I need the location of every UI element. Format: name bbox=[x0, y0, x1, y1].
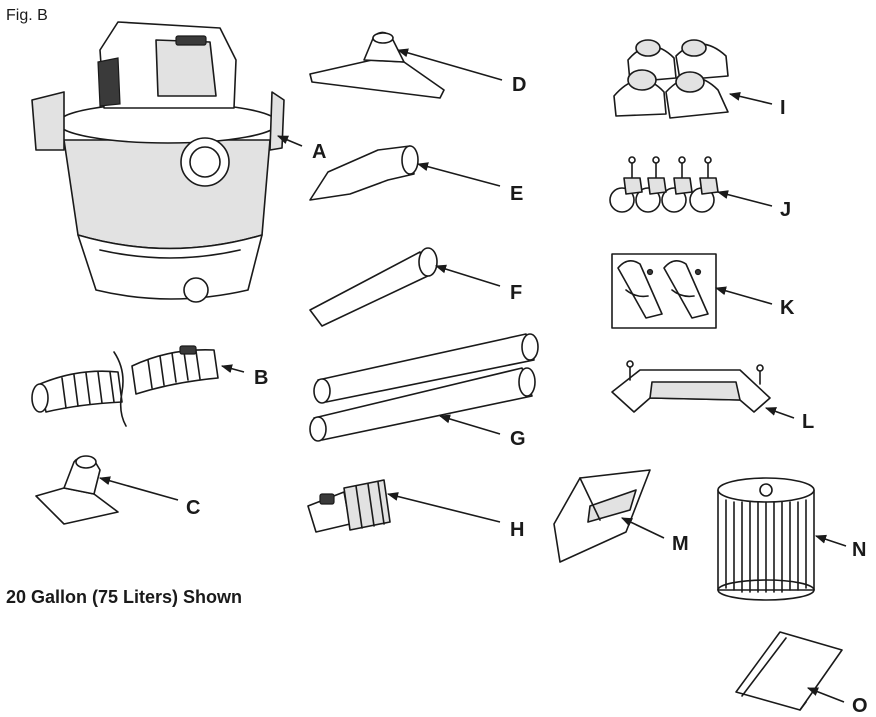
part-label-k: K bbox=[780, 297, 795, 319]
part-label-h: H bbox=[510, 519, 524, 541]
part-label-l: L bbox=[802, 411, 814, 433]
crevice-tool bbox=[309, 145, 419, 201]
handle-with-screws bbox=[611, 360, 771, 413]
hose-adapter bbox=[307, 479, 391, 533]
hose bbox=[31, 345, 219, 427]
tool-sleeve bbox=[553, 469, 651, 563]
utility-nozzle bbox=[35, 455, 119, 525]
cartridge-filter bbox=[717, 477, 815, 601]
part-label-d: D bbox=[512, 74, 526, 96]
part-label-n: N bbox=[852, 539, 866, 561]
figure-caption: 20 Gallon (75 Liters) Shown bbox=[6, 587, 242, 607]
part-label-b: B bbox=[254, 367, 268, 389]
casters bbox=[609, 156, 719, 213]
wet-dry-vacuum bbox=[31, 21, 285, 303]
part-label-e: E bbox=[510, 183, 523, 205]
tool-holders bbox=[611, 253, 717, 329]
floor-nozzle bbox=[309, 31, 445, 99]
part-label-g: G bbox=[510, 428, 526, 450]
part-label-c: C bbox=[186, 497, 200, 519]
part-label-a: A bbox=[312, 141, 326, 163]
owners-manual bbox=[735, 631, 843, 711]
part-label-o: O bbox=[852, 695, 868, 717]
part-label-j: J bbox=[780, 199, 791, 221]
extension-wands-pair bbox=[309, 333, 539, 442]
part-label-i: I bbox=[780, 97, 786, 119]
extension-wand bbox=[309, 247, 438, 327]
part-label-m: M bbox=[672, 533, 689, 555]
caster-feet bbox=[613, 39, 729, 119]
part-label-f: F bbox=[510, 282, 522, 304]
figure-label: Fig. B bbox=[6, 7, 48, 24]
